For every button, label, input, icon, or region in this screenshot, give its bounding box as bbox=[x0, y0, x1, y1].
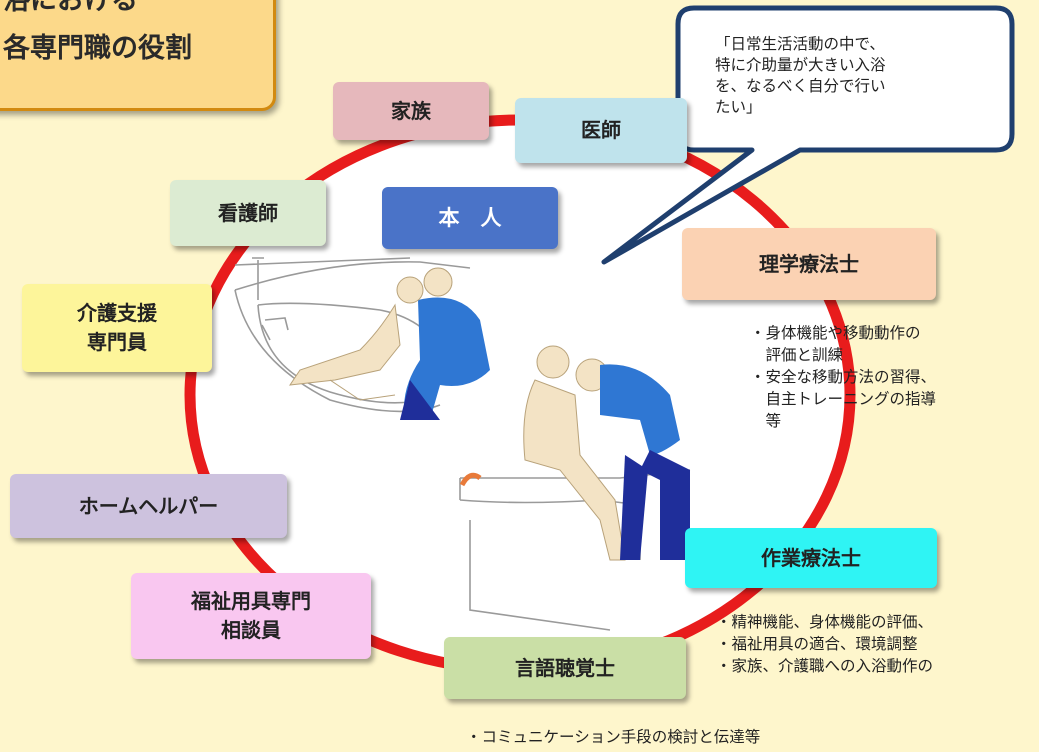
title-line-1: 浴における bbox=[3, 0, 138, 16]
title-box: 浴における 各専門職の役割 bbox=[0, 0, 276, 111]
role-care-manager: 介護支援 専門員 bbox=[22, 284, 212, 372]
caregiver-right-icon bbox=[575, 358, 690, 560]
sagyou-desc-line: ・家族、介護職への入浴動作の bbox=[716, 657, 934, 675]
rigaku-description: ・身体機能や移動動作の 評価と訓練 ・安全な移動方法の習得、 自主トレーニングの… bbox=[750, 322, 936, 432]
role-kazoku: 家族 bbox=[333, 82, 489, 140]
title-line-2: 各専門職の役割 bbox=[3, 33, 192, 64]
role-home-helper: ホームヘルパー bbox=[10, 474, 287, 538]
gengo-desc-line: ・コミュニケーション手段の検討と伝達等 bbox=[466, 728, 761, 746]
rigaku-desc-line: 評価と訓練 bbox=[750, 346, 844, 364]
role-fukushi-yougu: 福祉用具専門 相談員 bbox=[131, 573, 371, 659]
sagyou-desc-line: ・福祉用具の適合、環境調整 bbox=[716, 635, 918, 653]
role-rigaku: 理学療法士 bbox=[682, 228, 936, 300]
rigaku-desc-line: ・身体機能や移動動作の bbox=[750, 324, 921, 342]
role-gengo: 言語聴覚士 bbox=[444, 637, 686, 699]
patient-left-icon bbox=[288, 276, 424, 401]
role-kangoshi: 看護師 bbox=[170, 180, 326, 246]
grab-bar-icon bbox=[459, 472, 482, 487]
role-honnin: 本 人 bbox=[382, 187, 558, 249]
sagyou-description: ・精神機能、身体機能の評価、 ・福祉用具の適合、環境調整 ・家族、介護職への入浴… bbox=[716, 611, 933, 677]
caregiver-left-icon bbox=[400, 267, 490, 420]
sagyou-desc-line: ・精神機能、身体機能の評価、 bbox=[716, 613, 934, 631]
rigaku-desc-line: 等 bbox=[750, 412, 782, 430]
rigaku-desc-line: 自主トレーニングの指導 bbox=[750, 390, 937, 408]
speech-bubble-text: 「日常生活活動の中で、 特に介助量が大きい入浴 を、なるべく自分で行い たい」 bbox=[715, 35, 886, 116]
role-ishi: 医師 bbox=[515, 98, 687, 163]
patient-right-icon bbox=[523, 345, 626, 561]
rigaku-desc-line: ・安全な移動方法の習得、 bbox=[750, 368, 937, 386]
gengo-description: ・コミュニケーション手段の検討と伝達等 bbox=[466, 726, 760, 748]
role-sagyou: 作業療法士 bbox=[685, 528, 937, 588]
